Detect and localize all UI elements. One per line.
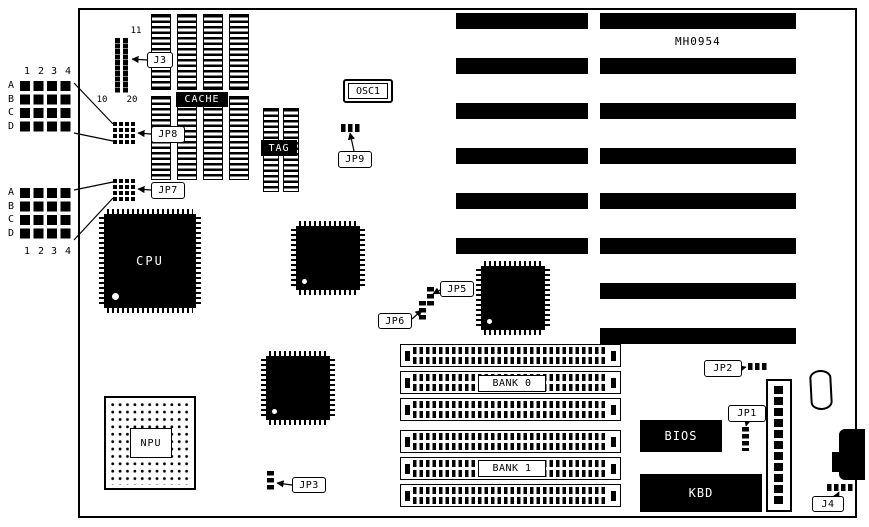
pinout-row-label: A: [7, 80, 15, 91]
jp8-callout: JP8: [151, 126, 185, 143]
isa-slot-segment: [600, 193, 796, 209]
isa-slot-segment: [600, 148, 796, 164]
pinout-col-label: 3: [50, 66, 58, 77]
isa-slot-segment: [456, 238, 588, 254]
pinout-col-label: 3: [50, 246, 58, 257]
isa-slot-segment: [456, 13, 588, 29]
jp2-jumper: [748, 363, 768, 370]
jp3-jumper: [267, 471, 274, 492]
pinout-row-label: D: [7, 228, 15, 239]
isa-slot-segment: [600, 58, 796, 74]
jp1-jumper: [742, 427, 749, 451]
isa-slot-segment: [456, 193, 588, 209]
j4-callout: J4: [812, 496, 844, 512]
qfp-chip: [291, 221, 365, 295]
power-connector: [766, 379, 792, 512]
j3-pin-number: 10: [96, 95, 108, 105]
simm-slot: [400, 430, 621, 453]
cache-chip: [229, 14, 249, 90]
osc1-label-box: OSC1: [348, 83, 388, 99]
j3-pin-number: 20: [126, 95, 138, 105]
jp7-callout: JP7: [151, 182, 185, 199]
jp5-callout: JP5: [440, 281, 474, 297]
pinout-col-label: 1: [23, 246, 31, 257]
pinout-row-label: B: [7, 201, 15, 212]
jp6-callout: JP6: [378, 313, 412, 329]
jp9-callout: JP9: [338, 151, 372, 168]
jp2-callout: JP2: [704, 360, 742, 377]
bank0-label: BANK 0: [478, 375, 546, 392]
isa-slot-segment: [600, 238, 796, 254]
cache-label: CACHE: [176, 92, 228, 107]
pinout-row-label: C: [7, 214, 15, 225]
simm-slot: [400, 484, 621, 507]
jp9-jumper: [341, 124, 361, 132]
pinout-col-label: 4: [64, 246, 72, 257]
jp6-jumper: [419, 301, 426, 320]
j4-jumper: [827, 484, 853, 491]
cache-chip: [203, 14, 223, 90]
qfp-chip: [261, 351, 335, 425]
pinout-col-label: 2: [37, 246, 45, 257]
simm-slot: [400, 398, 621, 421]
pinout-row-label: D: [7, 121, 15, 132]
j3-callout: J3: [147, 52, 173, 68]
power-connector-pins: [774, 386, 783, 394]
isa-slot-segment: [456, 148, 588, 164]
pinout-row-label: B: [7, 94, 15, 105]
tag-label: TAG: [261, 140, 297, 156]
cache-chip: [229, 96, 249, 180]
cache-chip: [203, 96, 223, 180]
osc1-component: OSC1: [343, 79, 393, 103]
cpu-chip: CPU: [99, 209, 201, 313]
osc1-label: OSC1: [355, 85, 381, 97]
jp1-callout: JP1: [728, 405, 766, 422]
cache-chip: [177, 14, 197, 90]
component-outline: [808, 369, 834, 411]
isa-slot-segment: [456, 103, 588, 119]
pinout-grid: [20, 188, 30, 198]
j3-pin-header: [115, 38, 120, 43]
jp8-pin-block: [113, 122, 117, 126]
jp3-callout: JP3: [292, 477, 326, 493]
pinout-grid: [20, 81, 30, 91]
isa-slot-segment: [456, 58, 588, 74]
pinout-col-label: 2: [37, 66, 45, 77]
npu-label: NPU: [140, 437, 162, 449]
pinout-col-label: 4: [64, 66, 72, 77]
isa-slot-segment: [600, 103, 796, 119]
pinout-col-label: 1: [23, 66, 31, 77]
keyboard-connector-tab: [832, 452, 840, 472]
pinout-row-label: C: [7, 107, 15, 118]
npu-socket: NPU: [104, 396, 196, 490]
isa-slot-segment: [600, 13, 796, 29]
keyboard-din-connector: [839, 429, 865, 480]
jp5-jumper: [427, 287, 434, 306]
jp7-pin-block: [113, 179, 117, 183]
cpu-label: CPU: [136, 254, 164, 268]
pinout-row-label: A: [7, 187, 15, 198]
simm-slot: [400, 344, 621, 367]
bank1-label: BANK 1: [478, 460, 546, 477]
npu-label-box: NPU: [130, 428, 172, 458]
bios-chip: BIOS: [640, 420, 722, 452]
j3-pin-number: 11: [130, 26, 142, 36]
isa-slot-segment: [600, 328, 796, 344]
qfp-chip: [476, 261, 550, 335]
board-part-number: MH0954: [675, 35, 721, 48]
kbd-chip: KBD: [640, 474, 762, 512]
isa-slot-segment: [600, 283, 796, 299]
